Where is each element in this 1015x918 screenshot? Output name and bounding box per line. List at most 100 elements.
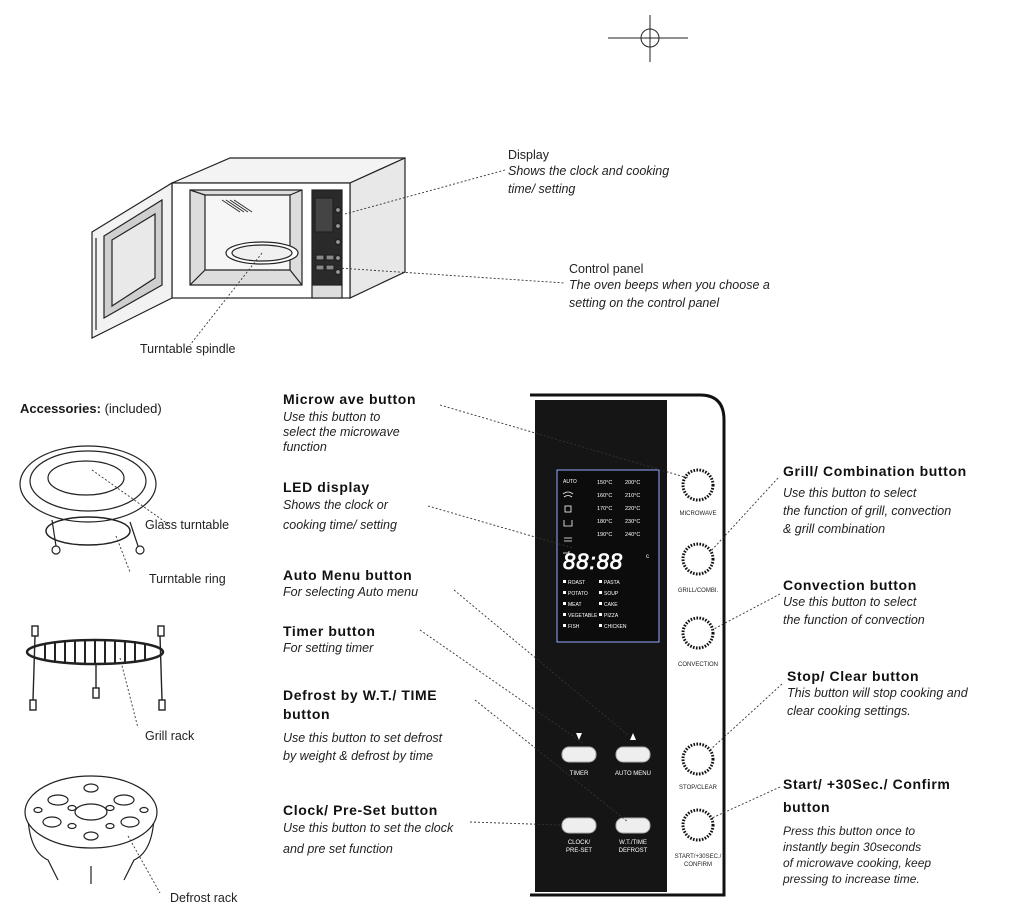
auto-menu-desc: For selecting Auto menu bbox=[283, 585, 419, 599]
wt-button-label-2: DEFROST bbox=[619, 848, 648, 854]
display-callout: Display Shows the clock and cooking time… bbox=[508, 148, 728, 198]
svg-text:SOUP: SOUP bbox=[604, 591, 619, 597]
lcd-digits: 88:88 bbox=[563, 549, 623, 574]
start-confirm-title: Start/ +30Sec./ Confirm button bbox=[783, 776, 951, 815]
lcd-temps-right: 200°C 210°C 220°C 230°C 240°C bbox=[625, 480, 640, 538]
svg-text:190°C: 190°C bbox=[597, 532, 612, 538]
defrost-title: Defrost by W.T./ TIME button bbox=[283, 687, 438, 722]
timer-desc: For setting timer bbox=[283, 641, 374, 655]
start-confirm-callout: Start/ +30Sec./ Confirm button Press thi… bbox=[783, 773, 1008, 887]
display-title: Display bbox=[508, 148, 549, 162]
control-panel-desc: The oven beeps when you choose a setting… bbox=[569, 278, 770, 310]
auto-menu-title: Auto Menu button bbox=[283, 567, 413, 583]
convection-callout: Convection button Use this button to sel… bbox=[783, 577, 1008, 629]
svg-text:POTATO: POTATO bbox=[568, 591, 588, 597]
svg-text:VEGETABLE: VEGETABLE bbox=[568, 613, 598, 619]
timer-button-label: TIMER bbox=[570, 771, 589, 777]
stop-clear-callout: Stop/ Clear button This button will stop… bbox=[787, 668, 1012, 720]
microwave-oven-illustration bbox=[91, 157, 406, 339]
down-arrow-icon bbox=[576, 733, 582, 740]
lcd-menu-left: ROAST POTATO MEAT VEGETABLE FISH bbox=[563, 580, 598, 630]
grill-rack-illustration bbox=[25, 625, 166, 711]
auto-menu-button-label: AUTO MENU bbox=[615, 771, 651, 777]
convection-knob[interactable]: CONVECTION bbox=[678, 616, 718, 668]
grill-rack-label: Grill rack bbox=[145, 729, 195, 743]
microwave-button-title: Microw ave button bbox=[283, 391, 417, 407]
clock-button-label-2: PRE-SET bbox=[566, 848, 592, 854]
start-knob-label-2: CONFIRM bbox=[684, 862, 712, 868]
svg-text:PASTA: PASTA bbox=[604, 580, 620, 586]
lcd-auto-label: AUTO bbox=[563, 479, 577, 485]
stop-clear-knob[interactable]: STOP/CLEAR bbox=[679, 742, 718, 791]
glass-turntable-illustration bbox=[19, 445, 157, 555]
timer-title: Timer button bbox=[283, 623, 376, 639]
svg-text:200°C: 200°C bbox=[625, 480, 640, 486]
grill-combi-knob[interactable]: GRILL/COMBI. bbox=[678, 542, 719, 594]
stop-knob-label: STOP/CLEAR bbox=[679, 785, 718, 791]
accessories-heading-rest: (included) bbox=[100, 401, 162, 416]
timer-callout: Timer button For setting timer bbox=[283, 623, 483, 657]
svg-text:ROAST: ROAST bbox=[568, 580, 585, 586]
svg-text:MEAT: MEAT bbox=[568, 602, 582, 608]
accessories-heading-bold: Accessories: bbox=[20, 401, 101, 416]
clock-button-label-1: CLOCK/ bbox=[568, 840, 591, 846]
display-desc: Shows the clock and cooking time/ settin… bbox=[508, 164, 670, 196]
grill-combination-callout: Grill/ Combination button Use this butto… bbox=[783, 463, 1008, 538]
up-arrow-icon bbox=[630, 733, 636, 740]
svg-text:180°C: 180°C bbox=[597, 519, 612, 525]
registration-mark bbox=[608, 15, 688, 62]
clock-preset-title: Clock/ Pre-Set button bbox=[283, 802, 438, 818]
control-panel-callout: Control panel The oven beeps when you ch… bbox=[569, 262, 829, 312]
leader-lines bbox=[91, 169, 783, 894]
glass-turntable-label: Glass turntable bbox=[145, 518, 230, 532]
grill-knob-label: GRILL/COMBI. bbox=[678, 588, 719, 594]
auto-menu-panel-button[interactable]: AUTO MENU bbox=[615, 733, 651, 777]
svg-text:CAKE: CAKE bbox=[604, 602, 618, 608]
svg-text:160°C: 160°C bbox=[597, 493, 612, 499]
start-confirm-knob[interactable]: START/+30SEC./ CONFIRM bbox=[675, 808, 722, 868]
start-confirm-desc: Press this button once to instantly begi… bbox=[783, 824, 932, 886]
defrost-rack-label: Defrost rack bbox=[170, 891, 238, 905]
clock-preset-panel-button[interactable]: CLOCK/ PRE-SET bbox=[561, 817, 597, 854]
defrost-desc: Use this button to set defrost by weight… bbox=[283, 731, 443, 763]
grill-combination-desc: Use this button to select the function o… bbox=[783, 486, 952, 536]
defrost-rack-illustration bbox=[24, 775, 158, 884]
control-panel-title: Control panel bbox=[569, 262, 644, 276]
grill-combination-title: Grill/ Combination button bbox=[783, 463, 967, 479]
svg-text:CHICKEN: CHICKEN bbox=[604, 624, 627, 630]
auto-menu-callout: Auto Menu button For selecting Auto menu bbox=[283, 567, 503, 601]
svg-text:230°C: 230°C bbox=[625, 519, 640, 525]
convection-desc: Use this button to select the function o… bbox=[783, 595, 925, 627]
microwave-button-desc: Use this button to select the microwave … bbox=[283, 410, 400, 454]
led-display-callout: LED display Shows the clock or cooking t… bbox=[283, 479, 483, 535]
microwave-knob[interactable]: MICROWAVE bbox=[680, 468, 717, 517]
wt-button-label-1: W.T./TIME bbox=[619, 840, 647, 846]
svg-text:150°C: 150°C bbox=[597, 480, 612, 486]
lcd-display: AUTO 150°C 160°C 170°C 180°C 190°C 200°C… bbox=[556, 469, 660, 643]
convection-knob-label: CONVECTION bbox=[678, 662, 718, 668]
convection-title: Convection button bbox=[783, 577, 917, 593]
stop-clear-title: Stop/ Clear button bbox=[787, 668, 920, 684]
clock-preset-callout: Clock/ Pre-Set button Use this button to… bbox=[283, 802, 523, 860]
clock-preset-desc: Use this button to set the clock and pre… bbox=[283, 821, 454, 856]
lcd-unit-c: c bbox=[646, 554, 649, 560]
lcd-menu-right: PASTA SOUP CAKE PIZZA CHICKEN bbox=[599, 580, 627, 630]
svg-text:220°C: 220°C bbox=[625, 506, 640, 512]
turntable-ring-label: Turntable ring bbox=[149, 572, 226, 586]
stop-clear-desc: This button will stop cooking and clear … bbox=[787, 686, 968, 718]
svg-text:210°C: 210°C bbox=[625, 493, 640, 499]
svg-text:240°C: 240°C bbox=[625, 532, 640, 538]
lcd-symbol-icons bbox=[562, 491, 574, 555]
defrost-callout: Defrost by W.T./ TIME button Use this bu… bbox=[283, 686, 523, 765]
wt-time-defrost-panel-button[interactable]: W.T./TIME DEFROST bbox=[615, 817, 651, 854]
svg-text:PIZZA: PIZZA bbox=[604, 613, 619, 619]
start-knob-label-1: START/+30SEC./ bbox=[675, 854, 722, 860]
timer-panel-button[interactable]: TIMER bbox=[561, 733, 597, 777]
microwave-button-callout: Microw ave button Use this button to sel… bbox=[283, 391, 483, 455]
svg-text:170°C: 170°C bbox=[597, 506, 612, 512]
led-display-desc: Shows the clock or cooking time/ setting bbox=[283, 498, 397, 532]
accessories-heading: Accessories: (included) bbox=[20, 401, 162, 416]
turntable-spindle-label: Turntable spindle bbox=[140, 342, 236, 356]
lcd-temps-left: 150°C 160°C 170°C 180°C 190°C bbox=[597, 480, 612, 538]
